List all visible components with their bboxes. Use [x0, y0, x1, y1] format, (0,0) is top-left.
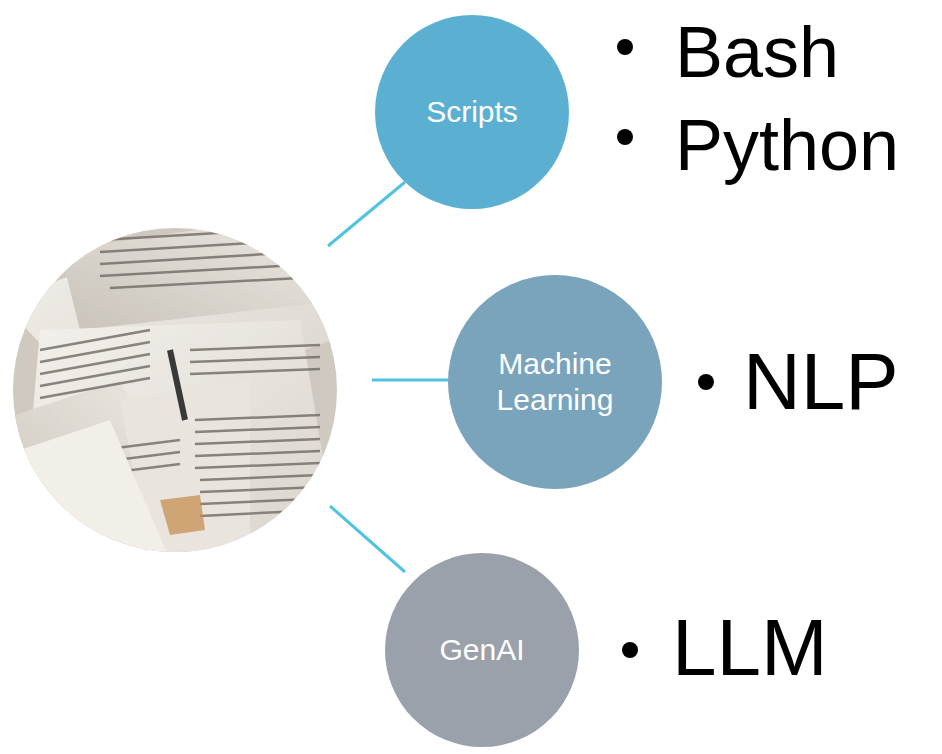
topic-circle: Machine Learning: [448, 275, 662, 489]
book-photo: [0, 210, 360, 560]
circle-fill: [385, 553, 579, 747]
leader-line: [328, 182, 448, 572]
topic-title: Machine Learning: [475, 346, 635, 418]
topic-title: Scripts: [397, 94, 547, 130]
circle-shape: [448, 275, 662, 489]
circle-fill: [375, 15, 569, 209]
circle-fill: [448, 275, 662, 489]
topic-title: GenAI: [407, 632, 557, 668]
topic-circle: GenAI: [385, 553, 579, 747]
bullet-item: NLP: [743, 336, 899, 428]
topic-circle: Scripts: [375, 15, 569, 209]
bullet-item: Bash: [675, 11, 839, 94]
bullet-item: Python: [675, 104, 899, 187]
bullet-item: LLM: [672, 602, 828, 694]
